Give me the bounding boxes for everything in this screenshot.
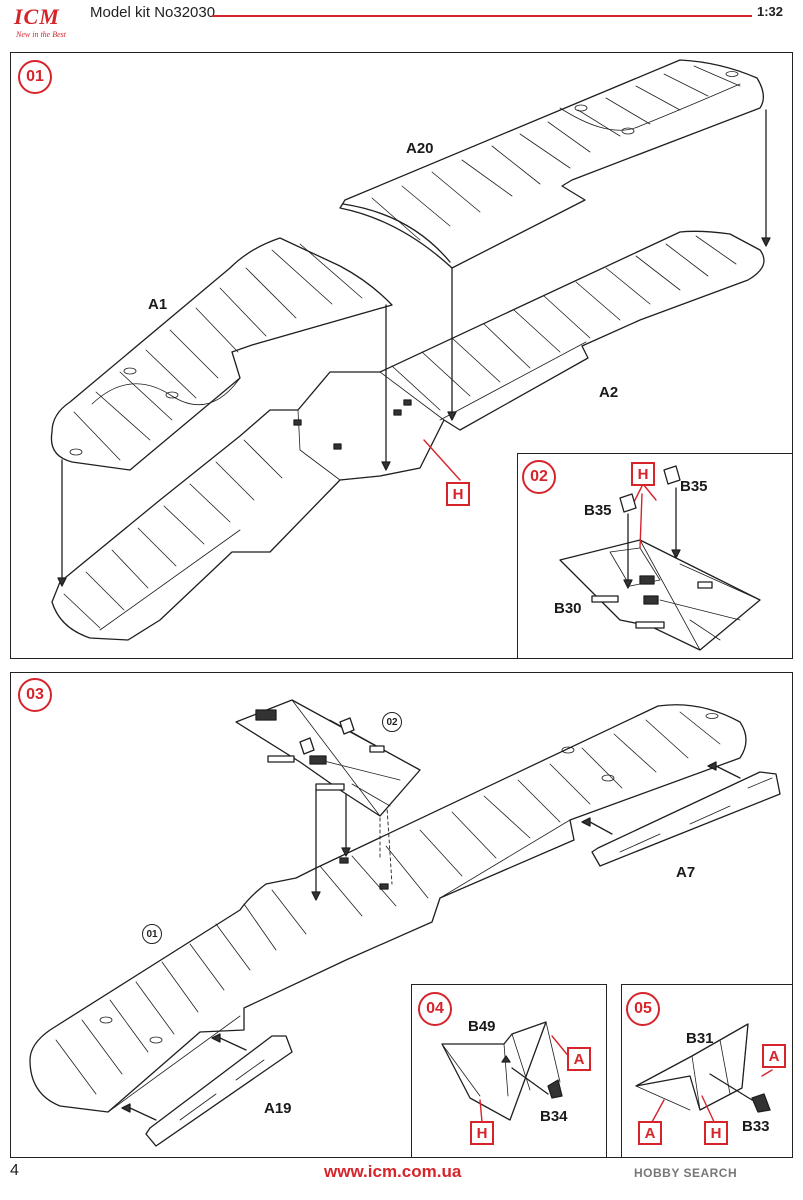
strut-b49-drawing — [441, 1021, 571, 1123]
part-label-b31: B31 — [686, 1030, 714, 1047]
part-label-a19: A19 — [264, 1100, 292, 1117]
part-label-a1: A1 — [148, 296, 168, 313]
step-number-03: 03 — [18, 678, 52, 712]
part-label-b34: B34 — [540, 1108, 568, 1125]
scale-label: 1:32 — [757, 4, 784, 19]
header-divider — [212, 15, 752, 17]
kit-title: Model kit No32030 — [90, 4, 216, 21]
part-label-b33: B33 — [742, 1118, 770, 1135]
callout-h-step04: H — [470, 1121, 494, 1145]
part-label-b30: B30 — [554, 600, 582, 617]
callout-h-step01: H — [446, 482, 470, 506]
wing-part-a1-drawing — [50, 237, 393, 471]
upper-wing-assembled-drawing — [29, 704, 747, 1113]
brand-tagline: New in the Best — [16, 30, 66, 39]
brand-logo: ICM New in the Best — [14, 4, 76, 46]
step-number-04: 04 — [418, 992, 452, 1026]
part-label-a2: A2 — [599, 384, 619, 401]
part-label-a7: A7 — [676, 864, 696, 881]
page-number: 4 — [10, 1162, 19, 1179]
watermark: HOBBY SEARCH — [634, 1166, 738, 1180]
step-number-01: 01 — [18, 60, 52, 94]
aileron-a7-drawing — [591, 771, 781, 867]
step-number-05: 05 — [626, 992, 660, 1026]
step-01-arrows — [57, 109, 771, 587]
callout-a-step05-left: A — [638, 1121, 662, 1145]
callout-h-step05: H — [704, 1121, 728, 1145]
part-label-b35-left: B35 — [584, 502, 612, 519]
step-number-02: 02 — [522, 460, 556, 494]
brand-name: ICM — [14, 4, 60, 29]
part-label-b49: B49 — [468, 1018, 496, 1035]
callout-h-step02: H — [631, 462, 655, 486]
wing-part-a2-drawing — [51, 230, 765, 641]
callout-a-step05-right: A — [762, 1044, 786, 1068]
step-03-arrows — [121, 751, 741, 1121]
ref-step-02: 02 — [382, 712, 402, 732]
strut-b31-drawing — [635, 1023, 773, 1127]
callout-a-step04: A — [567, 1047, 591, 1071]
centre-section-subassembly-drawing — [235, 699, 421, 817]
part-label-b35-right: B35 — [680, 478, 708, 495]
ref-step-01: 01 — [142, 924, 162, 944]
aileron-a19-drawing — [145, 1035, 293, 1147]
website-link[interactable]: www.icm.com.ua — [324, 1162, 462, 1181]
part-label-a20: A20 — [406, 140, 434, 157]
centre-section-b30-drawing — [559, 465, 761, 651]
wing-part-a20-drawing — [339, 59, 764, 269]
